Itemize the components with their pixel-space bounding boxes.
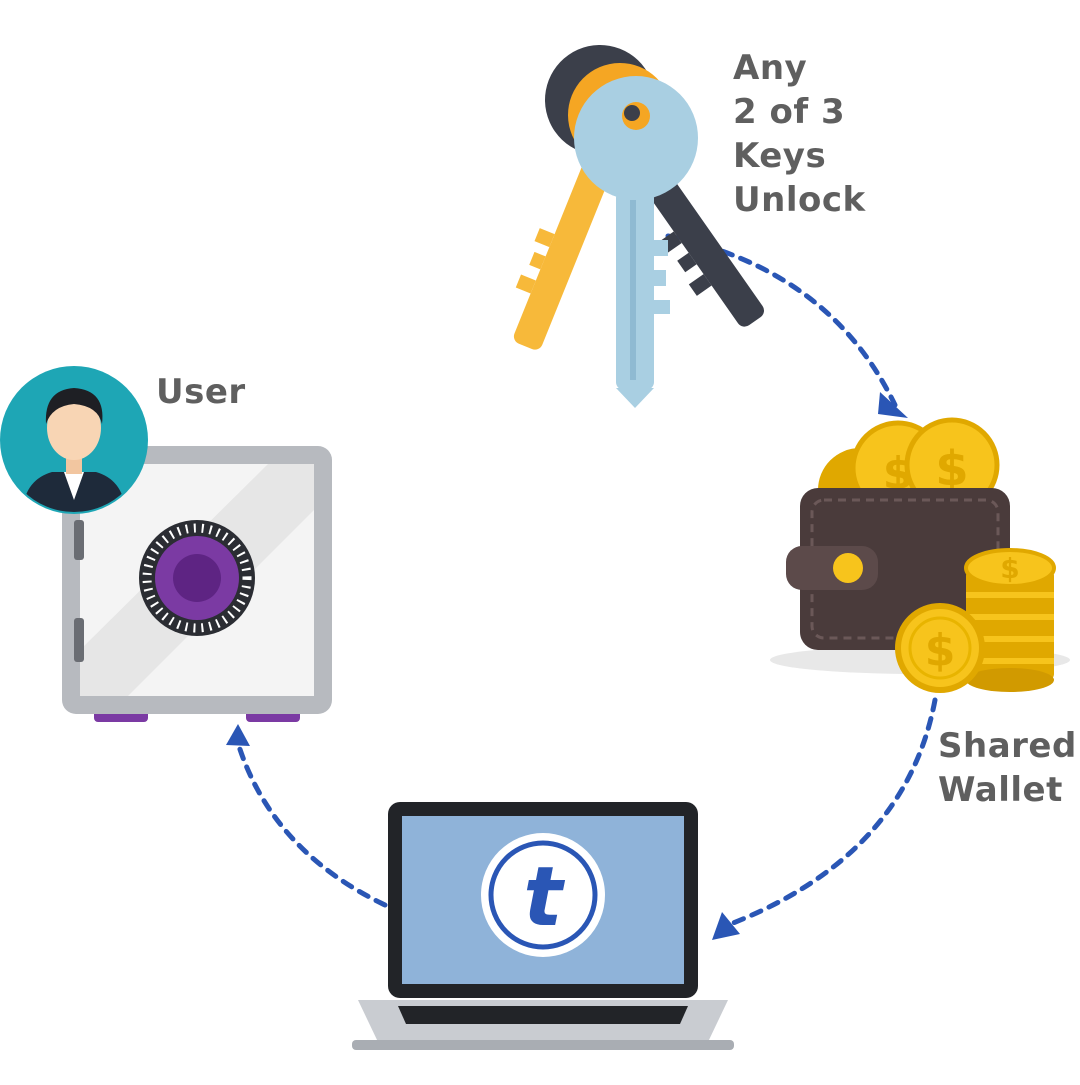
keys-label: Any 2 of 3 Keys Unlock bbox=[733, 46, 866, 222]
keys-label-line-1: Any bbox=[733, 48, 808, 88]
svg-text:t: t bbox=[523, 850, 565, 945]
arrow-wallet-to-laptop bbox=[717, 697, 938, 931]
combination-dial-icon bbox=[139, 520, 255, 636]
arrow-laptop-to-safe bbox=[234, 737, 388, 908]
arrowhead-wallet bbox=[878, 392, 908, 418]
svg-text:$: $ bbox=[1000, 552, 1019, 585]
wallet-label: Shared Wallet bbox=[938, 724, 1077, 812]
svg-text:$: $ bbox=[935, 441, 968, 497]
user-label-text: User bbox=[156, 372, 246, 412]
arrow-heads bbox=[226, 392, 908, 940]
keys-label-line-2: 2 of 3 bbox=[733, 92, 846, 132]
user-label: User bbox=[156, 370, 246, 414]
arrowhead-safe bbox=[226, 724, 250, 746]
keys-icon bbox=[513, 45, 765, 408]
wallet-label-line-1: Shared bbox=[938, 726, 1077, 766]
coins-icon: $ $ bbox=[895, 548, 1056, 693]
wallet-label-line-2: Wallet bbox=[938, 770, 1063, 810]
user-avatar-icon bbox=[0, 366, 148, 514]
t-logo-icon: t bbox=[481, 833, 605, 957]
keys-label-line-3: Keys bbox=[733, 136, 827, 176]
svg-text:$: $ bbox=[925, 625, 956, 676]
keys-label-line-4: Unlock bbox=[733, 180, 866, 220]
arrowhead-laptop bbox=[712, 912, 740, 940]
safe-icon bbox=[62, 446, 332, 722]
